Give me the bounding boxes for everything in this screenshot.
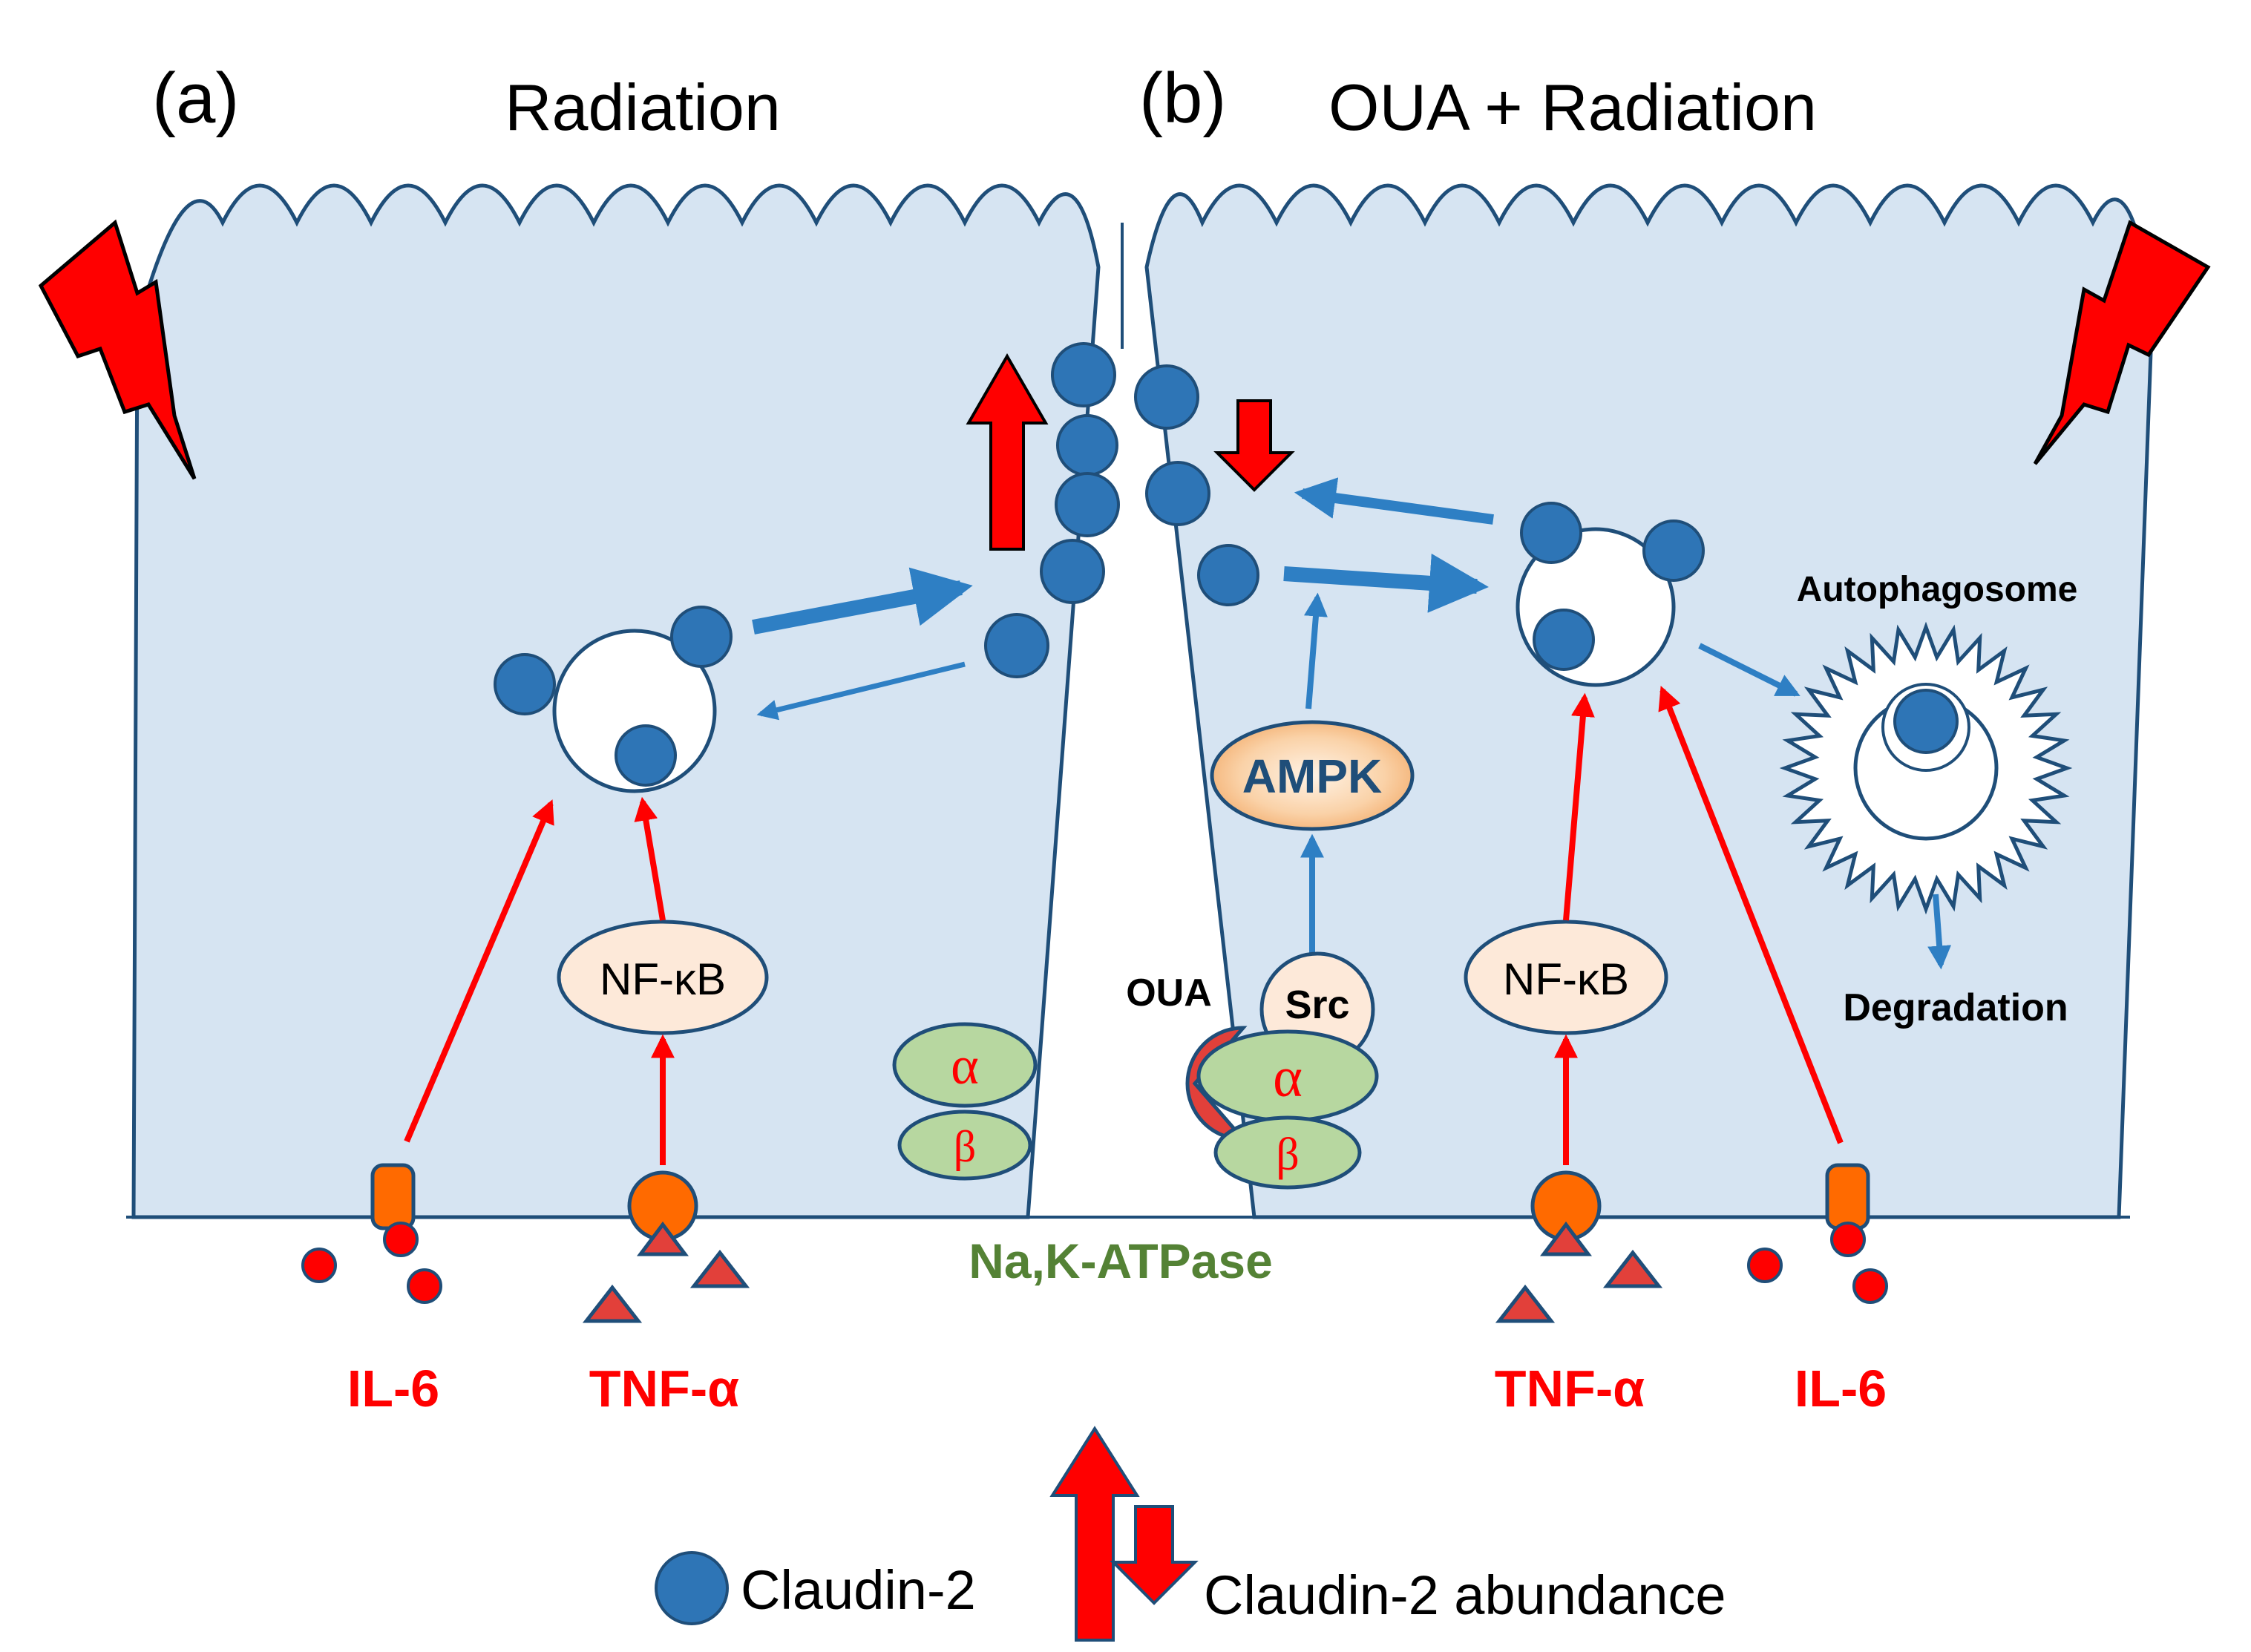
panel-a-title: Radiation <box>505 71 781 144</box>
nfkb-to-vesicle-arrow-a <box>634 796 666 921</box>
tnf-ligand-b-1 <box>1495 1284 1556 1323</box>
legend-up-arrow-icon <box>1049 1426 1140 1642</box>
il6-bound-ligand-b <box>1830 1222 1866 1257</box>
il6-ligand-a-1 <box>301 1248 337 1283</box>
nfkb-to-vesicle-arrow-b <box>1563 692 1595 921</box>
pump-alpha-label-b: α <box>1273 1046 1303 1109</box>
il6-receptor-b <box>1825 1163 1870 1230</box>
tnf-label-a: TNF-α <box>589 1360 739 1417</box>
pump-beta-a <box>897 1109 1032 1181</box>
legend-down-arrow-icon <box>1110 1505 1199 1605</box>
autophagosome-to-degradation-arrow <box>1927 894 1952 970</box>
degradation-label: Degradation <box>1843 986 2068 1029</box>
vesicle-to-autophagosome-arrow <box>1698 643 1801 697</box>
autophagosome-label: Autophagosome <box>1797 570 2078 609</box>
lightning-bolt-left-icon <box>38 219 197 480</box>
ampk-node <box>1210 720 1415 831</box>
traffic-to-vesicle-arrow-b <box>1283 553 1489 613</box>
tight-junction-claudins <box>984 342 1259 678</box>
ampk-to-traffic-arrow <box>1304 592 1328 709</box>
lightning-bolt-right-icon <box>2033 220 2211 465</box>
il6-signal-arrow-a <box>404 799 554 1143</box>
panel-a-label: (a) <box>152 59 239 138</box>
il6-bound-ligand-a <box>383 1222 419 1257</box>
panel-b-title: OUA + Radiation <box>1328 71 1817 144</box>
tnf-bound-ligand-a <box>637 1221 689 1256</box>
tnf-label-b: TNF-α <box>1495 1360 1645 1417</box>
claudin-increase-arrow-icon <box>966 353 1049 551</box>
vesicle-a-claudins <box>494 606 733 787</box>
tnf-ligand-a-2 <box>689 1249 750 1288</box>
traffic-to-vesicle-arrow-a <box>756 661 966 721</box>
nfkb-node-a <box>557 920 769 1035</box>
pump-alpha-label-a: α <box>951 1036 979 1095</box>
tnf-ligand-b-2 <box>1602 1249 1663 1288</box>
src-label: Src <box>1285 983 1349 1027</box>
pump-beta-b <box>1213 1115 1362 1190</box>
legend-abundance-label: Claudin-2 abundance <box>1204 1564 1726 1626</box>
legend-claudin-icon <box>655 1551 729 1625</box>
vesicle-b-claudins <box>1520 502 1705 671</box>
nfkb-node-b <box>1464 920 1668 1035</box>
panel-b-label: (b) <box>1139 59 1226 138</box>
il6-receptor-a <box>370 1163 416 1230</box>
tnf-bound-ligand-b <box>1540 1221 1592 1256</box>
il6-signal-arrow-b <box>1658 686 1844 1144</box>
pump-beta-label-a: β <box>954 1122 977 1171</box>
il6-label-a: IL-6 <box>347 1360 439 1417</box>
traffic-to-junction-arrow-a <box>752 567 973 635</box>
traffic-to-junction-arrow-b <box>1294 477 1494 525</box>
claudin-decrease-arrow-icon <box>1213 399 1295 492</box>
cell-b <box>1144 183 2155 1219</box>
il6-ligand-b-2 <box>1852 1268 1888 1304</box>
oua-label: OUA <box>1126 971 1212 1015</box>
pump-beta-label-b: β <box>1276 1130 1300 1180</box>
il6-ligand-b-1 <box>1747 1248 1783 1283</box>
legend-claudin-label: Claudin-2 <box>741 1559 976 1621</box>
nfkb-label-b: NF-κB <box>1503 954 1629 1004</box>
tnf-ligand-a-1 <box>582 1284 643 1323</box>
il6-ligand-a-2 <box>407 1268 442 1304</box>
nfkb-label-a: NF-κB <box>600 954 726 1004</box>
il6-label-b: IL-6 <box>1795 1360 1887 1417</box>
pump-alpha-a <box>892 1022 1038 1108</box>
ampk-label: AMPK <box>1242 750 1382 803</box>
na-k-atpase-label: Na,K-ATPase <box>969 1233 1273 1288</box>
autophagosome-claudin <box>1893 689 1959 754</box>
